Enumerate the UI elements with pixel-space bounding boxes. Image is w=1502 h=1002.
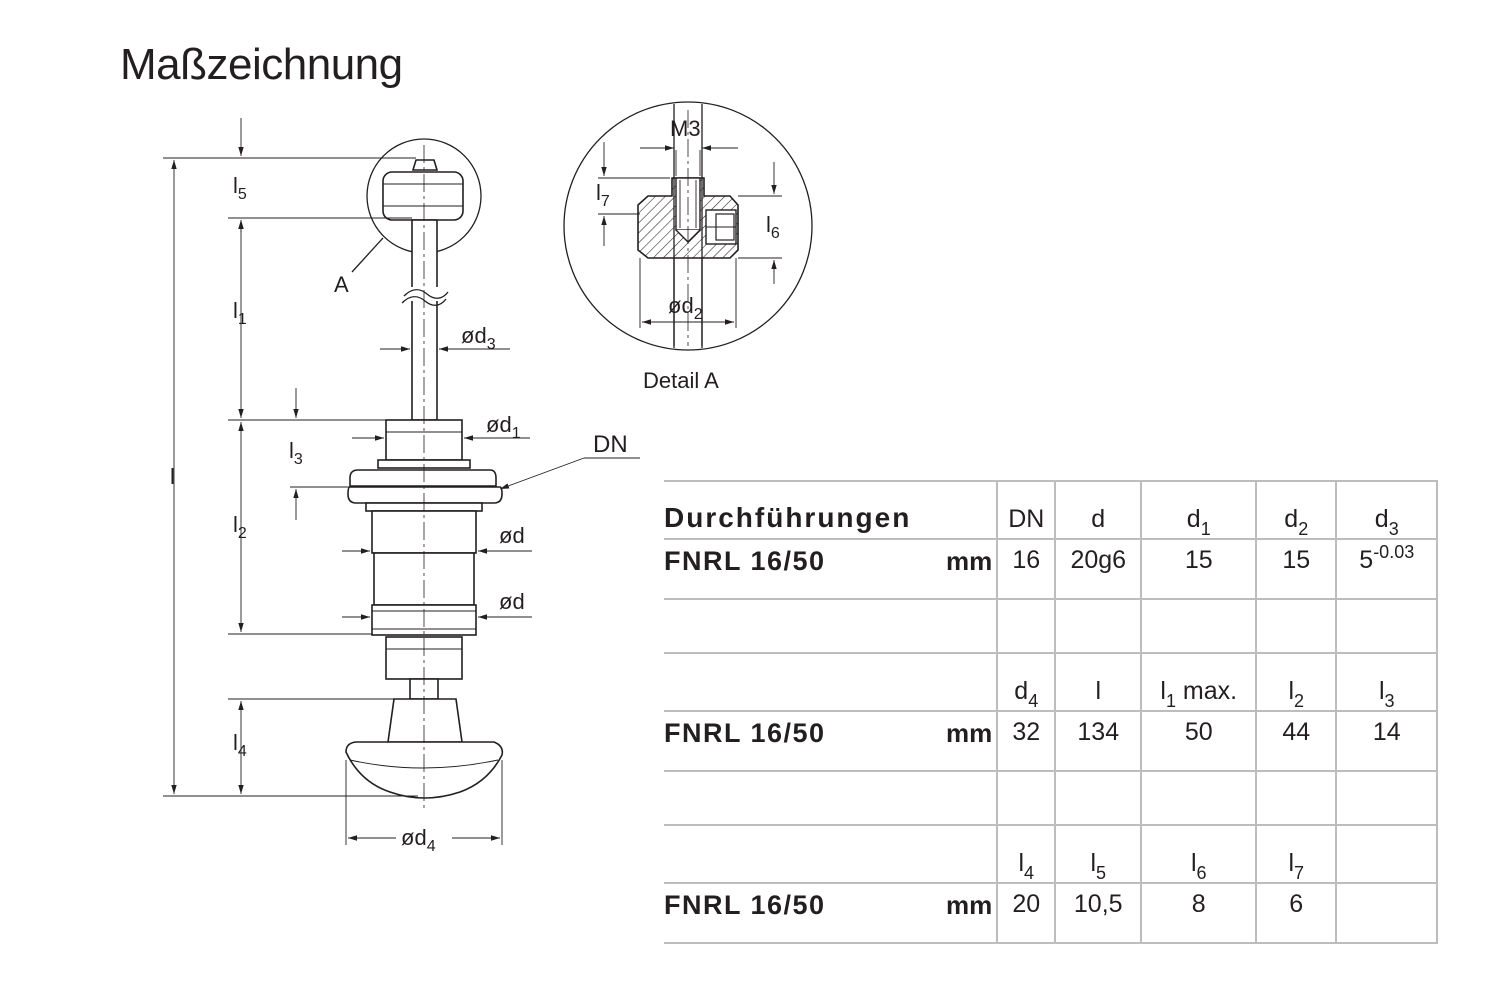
cell: 10,5: [1054, 883, 1142, 944]
cell: 50: [1140, 711, 1257, 772]
col-header: DN: [996, 480, 1056, 540]
cell: 20: [996, 883, 1056, 944]
unit-label: mm: [946, 539, 998, 600]
cell: 15: [1255, 539, 1337, 600]
label-od-upper: ød: [499, 523, 525, 548]
product-name: FNRL 16/50: [664, 539, 946, 600]
table-spacer-row: [664, 771, 1439, 826]
detail-label-M3: M3: [670, 116, 701, 141]
col-header: l2: [1255, 653, 1337, 712]
table-spacer-row: [664, 599, 1439, 654]
col-header: l5: [1054, 825, 1142, 884]
product-name: FNRL 16/50: [664, 883, 946, 944]
label-od1: ød1: [486, 412, 521, 442]
feedthrough-part: [345, 138, 504, 808]
cell: 20g6: [1054, 539, 1142, 600]
detail-label-od2: ød2: [668, 293, 703, 323]
col-header: l3: [1335, 653, 1439, 712]
label-detail-A: A: [334, 272, 349, 297]
product-name: FNRL 16/50: [664, 711, 946, 772]
cell: 44: [1255, 711, 1337, 772]
label-l3: l3: [289, 438, 303, 468]
cell: 8: [1140, 883, 1257, 944]
label-l1: l1: [233, 298, 247, 328]
col-header: l7: [1255, 825, 1337, 884]
table-row: FNRL 16/50 mm 16 20g6 15 15 5-0.03: [664, 539, 1439, 600]
label-od-lower: ød: [499, 589, 525, 614]
table-header-row: d4 l l1 max. l2 l3: [664, 653, 1439, 712]
table-header-row: Durchführungen DN d d1 d2 d3: [664, 480, 1439, 540]
detail-label-l7: l7: [596, 180, 610, 210]
label-l2: l2: [233, 512, 247, 542]
label-l5: l5: [233, 173, 247, 203]
table-heading: Durchführungen: [664, 480, 946, 540]
col-header: l1 max.: [1140, 653, 1257, 712]
label-l4: l4: [233, 730, 247, 760]
spec-table: Durchführungen DN d d1 d2 d3 FNRL 16/50 …: [664, 480, 1439, 944]
col-header: l4: [996, 825, 1056, 884]
main-dimensions: [163, 118, 640, 845]
cell: 14: [1335, 711, 1439, 772]
cell: 32: [996, 711, 1056, 772]
label-od3: ød3: [461, 323, 496, 353]
table-row: FNRL 16/50 mm 32 134 50 44 14: [664, 711, 1439, 772]
detail-a: M3 l7 l6 ød2 Detail A: [563, 101, 813, 393]
cell: 134: [1054, 711, 1142, 772]
col-header: l6: [1140, 825, 1257, 884]
unit-label: mm: [946, 883, 998, 944]
cell: 16: [996, 539, 1056, 600]
col-header: d2: [1255, 480, 1337, 540]
label-od4: ød4: [401, 825, 436, 855]
col-header: d4: [996, 653, 1056, 712]
detail-caption: Detail A: [643, 368, 719, 393]
cell: 6: [1255, 883, 1337, 944]
label-l: l: [170, 464, 175, 489]
col-header: d: [1054, 480, 1142, 540]
main-labels: l5 l1 l3 l2 l4 l A ød3 ød1 DN ød ød ød4: [170, 173, 628, 855]
col-header: d3: [1335, 480, 1439, 540]
col-header: [1335, 825, 1439, 884]
cell: [1335, 883, 1439, 944]
table-header-row: l4 l5 l6 l7: [664, 825, 1439, 884]
col-header: l: [1054, 653, 1142, 712]
col-header: d1: [1140, 480, 1257, 540]
cell: 5-0.03: [1335, 539, 1439, 600]
cell: 15: [1140, 539, 1257, 600]
detail-label-l6: l6: [766, 212, 780, 242]
table-row: FNRL 16/50 mm 20 10,5 8 6: [664, 883, 1439, 944]
label-DN: DN: [593, 431, 628, 458]
page-title: Maßzeichnung: [120, 40, 403, 89]
unit-label: mm: [946, 711, 998, 772]
